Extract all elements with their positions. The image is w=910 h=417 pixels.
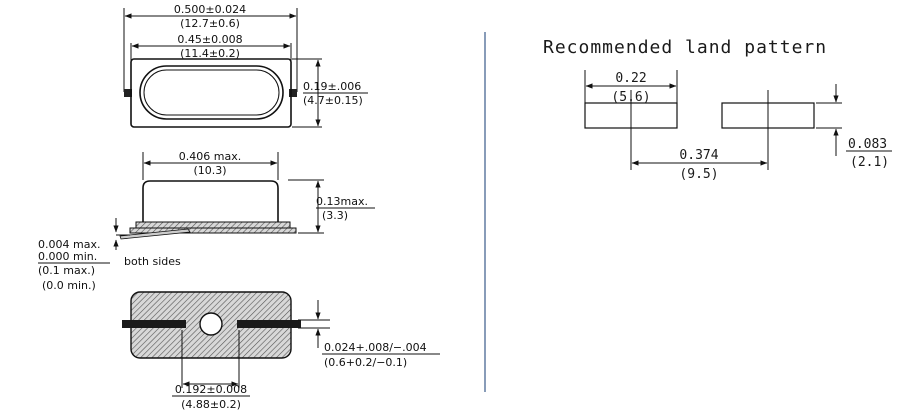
- body-length-mm-label: (11.4±0.2): [180, 47, 240, 60]
- overall-length-label: 0.500±0.024: [174, 3, 246, 16]
- lead-gap-label: 0.192±0.008: [175, 383, 247, 396]
- pad-width-mm-label: (2.1): [850, 155, 889, 170]
- standoff-min-mm-label: (0.0 min.): [42, 279, 96, 292]
- body-length-label: 0.45±0.008: [177, 33, 242, 46]
- standoff-note-label: both sides: [124, 255, 181, 268]
- overall-length-mm-label: (12.7±0.6): [180, 17, 240, 30]
- bottom-center-circle: [199, 312, 223, 336]
- top-body-outline: [130, 58, 292, 128]
- bottom-view: 0.024+.008/−.004 (0.6+0.2/−0.1) 0.192±0.…: [122, 291, 440, 411]
- side-pad: [129, 227, 297, 234]
- bottom-lead-right: [237, 320, 301, 328]
- standoff-max-label: 0.004 max.: [38, 238, 100, 251]
- top-lead-right: [289, 89, 297, 97]
- side-view: 0.406 max. (10.3) 0.13max. (3.3) 0.004 m…: [38, 150, 375, 292]
- length-max-mm-label: (10.3): [193, 164, 226, 177]
- pad-width-label: 0.083: [848, 137, 887, 152]
- pad-pitch-mm-label: (9.5): [679, 167, 718, 182]
- standoff-max-mm-label: (0.1 max.): [38, 264, 95, 277]
- side-base: [135, 221, 291, 229]
- pad-length-label: 0.22: [615, 71, 646, 86]
- top-view: 0.500±0.024 (12.7±0.6) 0.45±0.008 (11.4±…: [123, 3, 368, 128]
- body-width-mm-label: (4.7±0.15): [303, 94, 363, 107]
- height-max-mm-label: (3.3): [322, 209, 348, 222]
- lead-width-mm-label: (0.6+0.2/−0.1): [324, 356, 407, 369]
- standoff-min-label: 0.000 min.: [38, 250, 97, 263]
- side-lead: [119, 228, 191, 240]
- top-lid-outer: [139, 65, 284, 120]
- top-lid-inner: [143, 69, 280, 116]
- land-pattern-title: Recommended land pattern: [543, 37, 827, 58]
- land-pattern: Recommended land pattern 0.22 (5.6) 0.37…: [543, 37, 892, 182]
- height-max-label: 0.13max.: [316, 195, 368, 208]
- lead-width-label: 0.024+.008/−.004: [324, 341, 427, 354]
- side-can: [142, 180, 279, 222]
- top-lead-left: [124, 89, 132, 97]
- lead-gap-mm-label: (4.88±0.2): [181, 398, 241, 411]
- length-max-label: 0.406 max.: [179, 150, 241, 163]
- pad-pitch-label: 0.374: [679, 148, 718, 163]
- body-width-label: 0.19±.006: [303, 80, 361, 93]
- bottom-lead-left: [122, 320, 186, 328]
